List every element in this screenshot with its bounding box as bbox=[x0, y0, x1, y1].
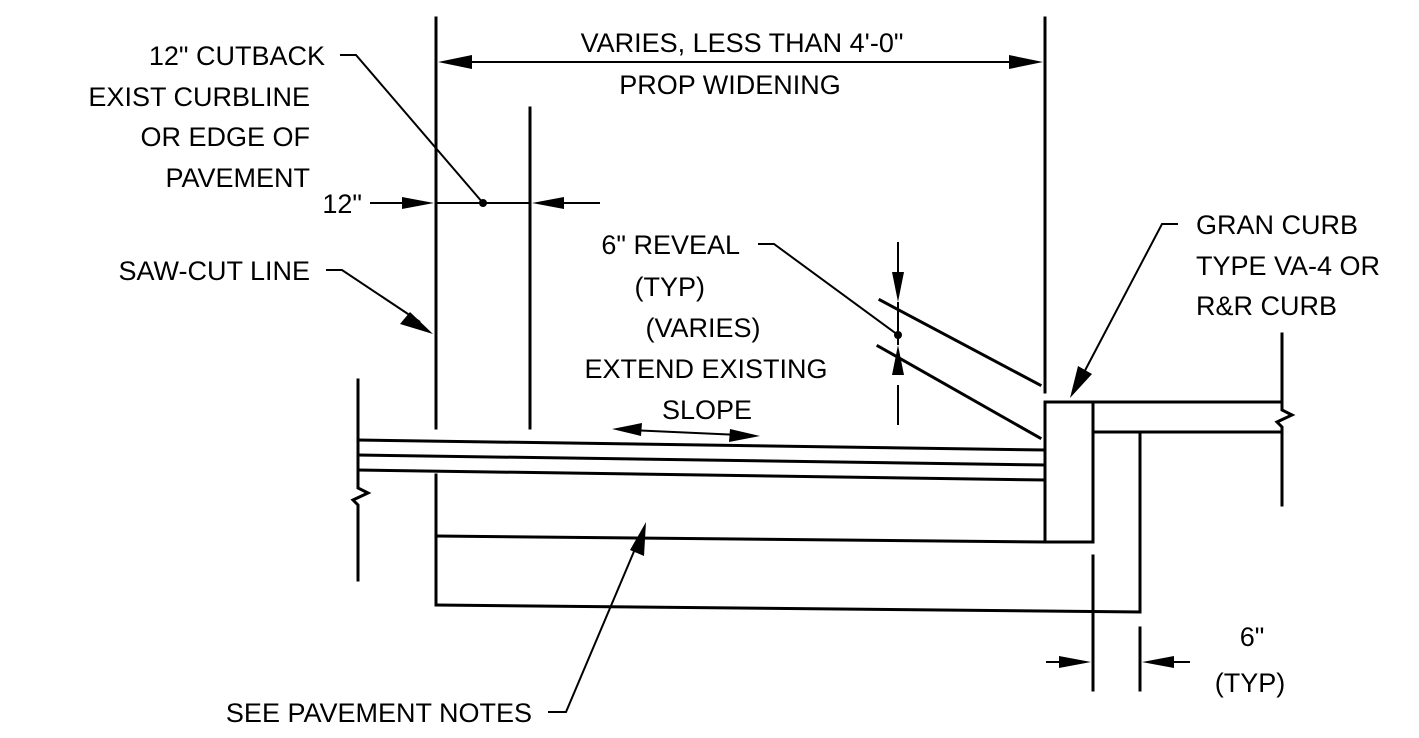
pavement-notes-label: SEE PAVEMENT NOTES bbox=[226, 698, 532, 728]
slope-callout: (VARIES) EXTEND EXISTING SLOPE bbox=[584, 313, 828, 442]
reveal-arrow-top bbox=[892, 272, 904, 302]
cutback-label-4: PAVEMENT bbox=[165, 163, 310, 193]
curb-width-dimension: 6" (TYP) bbox=[1046, 622, 1285, 698]
curb-label-2: TYPE VA-4 OR bbox=[1196, 251, 1380, 281]
reveal-callout: 6" REVEAL (TYP) bbox=[601, 230, 904, 425]
slope-label-1: (VARIES) bbox=[645, 313, 760, 343]
sawcut-leader bbox=[326, 269, 421, 323]
cutback-dim-label: 12" bbox=[322, 189, 362, 219]
cutback-arrow-right bbox=[532, 197, 564, 209]
slope-arrow-line bbox=[629, 429, 741, 436]
cutback-dimension: 12" CUTBACK EXIST CURBLINE OR EDGE OF PA… bbox=[88, 41, 600, 219]
slope-arrow-right bbox=[729, 429, 760, 442]
cutback-label-3: OR EDGE OF bbox=[140, 122, 310, 152]
width-dim-label-1: VARIES, LESS THAN 4'-0" bbox=[581, 28, 904, 58]
slope-label-2: EXTEND EXISTING bbox=[584, 354, 827, 384]
curb-label-3: R&R CURB bbox=[1196, 291, 1337, 321]
width-dimension: VARIES, LESS THAN 4'-0" PROP WIDENING bbox=[438, 28, 1043, 100]
pavement-layer-3 bbox=[356, 468, 1047, 482]
curb-dim-arrow-left bbox=[1059, 656, 1091, 668]
width-dim-label-2: PROP WIDENING bbox=[619, 70, 841, 100]
left-break-line bbox=[350, 378, 372, 582]
section-geometry bbox=[350, 16, 1296, 692]
curb-dim-label-1: 6" bbox=[1240, 622, 1265, 652]
reveal-arrow-bottom bbox=[892, 345, 904, 375]
slope-arrow-left bbox=[612, 423, 642, 436]
pavement-layer-top bbox=[356, 438, 1047, 452]
reveal-line-upper bbox=[877, 297, 1043, 388]
curb-leader bbox=[1079, 223, 1178, 381]
pavement-layer-2 bbox=[356, 453, 1047, 467]
sawcut-label: SAW-CUT LINE bbox=[118, 256, 310, 286]
width-arrow-left bbox=[438, 55, 472, 69]
reveal-line-lower bbox=[875, 343, 1043, 441]
right-break-line bbox=[1274, 332, 1296, 507]
width-arrow-right bbox=[1009, 55, 1043, 69]
base-layer-line bbox=[434, 534, 1047, 544]
cutback-label-2: EXIST CURBLINE bbox=[88, 82, 310, 112]
curb-body bbox=[1043, 400, 1095, 544]
pavement-notes-callout: SEE PAVEMENT NOTES bbox=[226, 522, 646, 728]
subbase-bottom-line bbox=[434, 603, 1142, 614]
reveal-label-1: 6" REVEAL bbox=[601, 230, 740, 260]
curb-arrow bbox=[1070, 366, 1092, 398]
cutback-leader bbox=[340, 54, 484, 204]
curb-label-1: GRAN CURB bbox=[1196, 210, 1358, 240]
reveal-leader bbox=[758, 243, 899, 336]
cutback-label-1: 12" CUTBACK bbox=[149, 41, 325, 71]
curb-dim-label-2: (TYP) bbox=[1215, 668, 1286, 698]
sawcut-arrow bbox=[400, 312, 433, 334]
sawcut-callout: SAW-CUT LINE bbox=[118, 256, 433, 334]
pavement-notes-arrow bbox=[630, 522, 646, 556]
curb-dim-arrow-right bbox=[1142, 656, 1174, 668]
reveal-label-2: (TYP) bbox=[635, 272, 706, 302]
slope-label-3: SLOPE bbox=[662, 395, 752, 425]
pavement-notes-leader bbox=[548, 541, 639, 713]
cutback-arrow-left bbox=[402, 197, 434, 209]
curb-callout: GRAN CURB TYPE VA-4 OR R&R CURB bbox=[1070, 210, 1380, 398]
